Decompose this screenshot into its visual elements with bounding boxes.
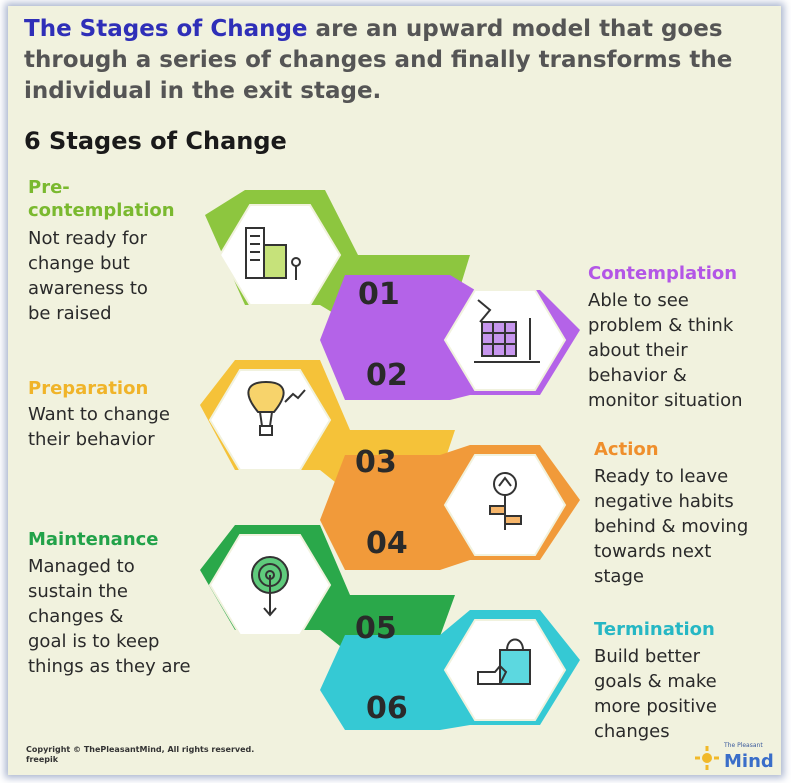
stage-desc-03-line: their behavior bbox=[28, 429, 155, 450]
stage-number-06: 06 bbox=[366, 691, 408, 726]
stage-number-04: 04 bbox=[366, 526, 408, 561]
stage-number-05: 05 bbox=[355, 611, 397, 646]
stage-title-03: Preparation bbox=[28, 378, 149, 399]
stage-desc-05-line: changes & bbox=[28, 606, 124, 627]
intro-rest: are an upward model that goes through a … bbox=[24, 16, 733, 104]
stage-desc-01-line: awareness to bbox=[28, 278, 148, 299]
desk-lamp-grid-icon bbox=[474, 299, 540, 363]
stage-title-06: Termination bbox=[594, 619, 715, 640]
brand-logo-icon bbox=[695, 746, 719, 770]
stage-title-02: Contemplation bbox=[588, 263, 738, 284]
stage-desc-04-line: negative habits bbox=[594, 491, 734, 512]
stage-desc-06: Build better goals & make more positive … bbox=[594, 644, 717, 744]
stage-desc-01-line: be raised bbox=[28, 303, 112, 324]
stage-desc-02: Able to see problem & think about their … bbox=[588, 288, 743, 413]
stage-desc-05-line: things as they are bbox=[28, 656, 191, 677]
brand-name: Mind bbox=[724, 751, 774, 772]
shopping-bag-hand-icon bbox=[477, 638, 531, 685]
stage-desc-01-line: change but bbox=[28, 253, 130, 274]
stage-desc-02-line: behavior & bbox=[588, 365, 687, 386]
stage-title-01-line2: contemplation bbox=[28, 200, 175, 221]
stage-desc-05-line: goal is to keep bbox=[28, 631, 160, 652]
stage-title-01-line1: Pre- bbox=[28, 177, 70, 198]
stage-desc-01-line: Not ready for bbox=[28, 228, 147, 249]
intro-highlight: The Stages of Change bbox=[24, 16, 308, 42]
stage-desc-06-line: goals & make bbox=[594, 671, 717, 692]
stage-desc-02-line: Able to see bbox=[588, 290, 689, 311]
copyright-text: Copyright © ThePleasantMind, All rights … bbox=[26, 745, 255, 754]
stage-title-04: Action bbox=[594, 439, 659, 460]
intro-text: The Stages of Change are an upward model… bbox=[24, 14, 774, 107]
stage-desc-06-line: more positive bbox=[594, 696, 717, 717]
stage-desc-04-line: towards next bbox=[594, 541, 712, 562]
stage-desc-01: Not ready for change but awareness to be… bbox=[28, 226, 148, 326]
stage-title-01: Pre- contemplation bbox=[28, 176, 175, 222]
stage-desc-05-line: Managed to bbox=[28, 556, 135, 577]
stage-desc-06-line: changes bbox=[594, 721, 670, 742]
hot-air-balloon-icon bbox=[247, 380, 306, 436]
stage-title-05: Maintenance bbox=[28, 529, 159, 550]
section-heading: 6 Stages of Change bbox=[24, 127, 287, 155]
stage-desc-04: Ready to leave negative habits behind & … bbox=[594, 464, 748, 589]
stage-desc-04-line: stage bbox=[594, 566, 644, 587]
stage-desc-03: Want to change their behavior bbox=[28, 402, 170, 452]
stage-desc-02-line: about their bbox=[588, 340, 688, 361]
stage-desc-03-line: Want to change bbox=[28, 404, 170, 425]
stage-number-01: 01 bbox=[358, 277, 400, 312]
stage-desc-05: Managed to sustain the changes & goal is… bbox=[28, 554, 191, 679]
stage-desc-02-line: monitor situation bbox=[588, 390, 743, 411]
credit-text: freepik bbox=[26, 755, 59, 764]
footer-copyright: Copyright © ThePleasantMind, All rights … bbox=[26, 745, 254, 765]
stage-number-03: 03 bbox=[355, 445, 397, 480]
stage-desc-06-line: Build better bbox=[594, 646, 700, 667]
signpost-compass-icon bbox=[489, 472, 522, 530]
stage-desc-04-line: Ready to leave bbox=[594, 466, 729, 487]
stage-desc-04-line: behind & moving bbox=[594, 516, 749, 537]
target-arrow-icon bbox=[251, 556, 289, 617]
brand-small-text: The Pleasant bbox=[724, 742, 763, 749]
building-person-icon bbox=[245, 227, 301, 280]
stage-desc-02-line: problem & think bbox=[588, 315, 734, 336]
stage-desc-05-line: sustain the bbox=[28, 581, 128, 602]
stage-number-02: 02 bbox=[366, 358, 408, 393]
